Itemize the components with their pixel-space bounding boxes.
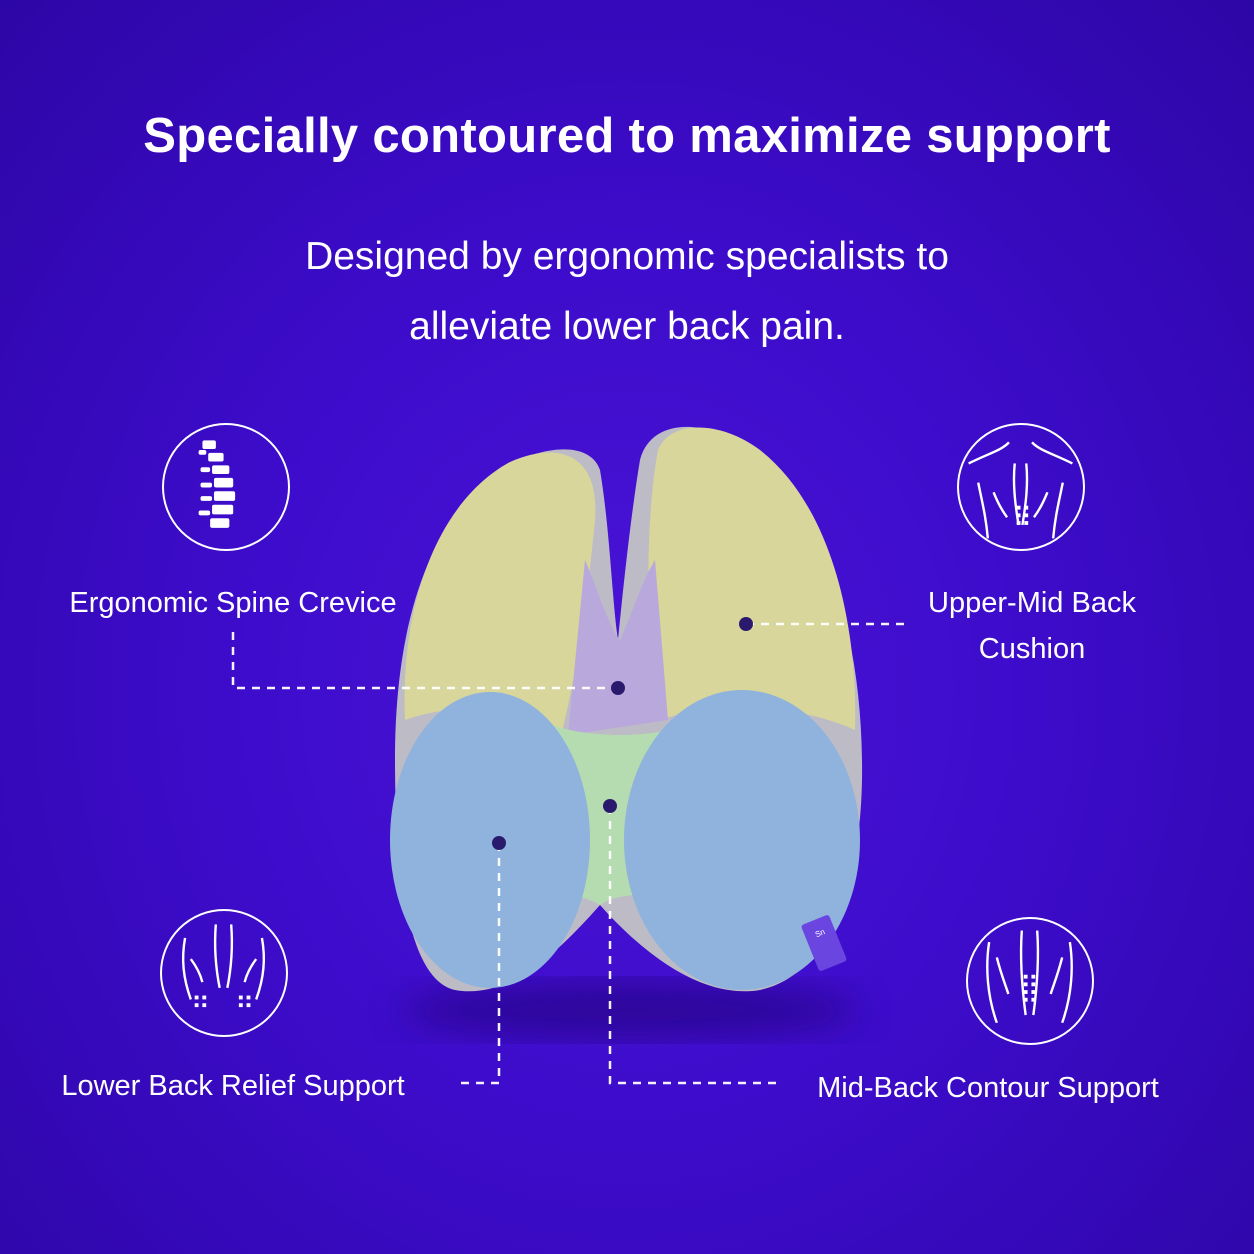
pillow-lower-right-zone (624, 690, 860, 990)
label-upper-mid-back-cushion: Upper-Mid Back Cushion (880, 580, 1184, 672)
callout-dot-mid (603, 799, 617, 813)
callout-line-mid (608, 806, 778, 1085)
callout-line-lower (455, 843, 501, 1085)
pillow-upper-right-zone (648, 427, 856, 730)
callout-dot-upper-mid (739, 617, 753, 631)
upper-back-icon (957, 423, 1085, 551)
pillow-spine-crevice-zone (568, 560, 668, 735)
mid-back-icon (966, 917, 1094, 1045)
label-upper-mid-line-1: Upper-Mid Back (928, 587, 1136, 619)
callout-dot-spine (611, 681, 625, 695)
pillow-lower-left-zone (390, 692, 590, 988)
label-ergonomic-spine-crevice: Ergonomic Spine Crevice (69, 587, 397, 619)
label-mid-back-contour-support: Mid-Back Contour Support (817, 1072, 1159, 1104)
callout-dot-lower (492, 836, 506, 850)
subheadline-line-2: alleviate lower back pain. (409, 305, 845, 348)
page-subheadline: Designed by ergonomic specialists to all… (200, 222, 1054, 362)
pillow-upper-left-zone (404, 452, 596, 740)
label-upper-mid-line-2: Cushion (978, 633, 1086, 665)
page-headline: Specially contoured to maximize support (143, 109, 1111, 163)
spine-icon (162, 423, 290, 551)
subheadline-line-1: Designed by ergonomic specialists to (305, 235, 949, 278)
pillow-shadow (400, 982, 860, 1038)
lower-back-icon (160, 909, 288, 1037)
callout-line-spine (231, 632, 618, 690)
label-lower-back-relief-support: Lower Back Relief Support (61, 1070, 405, 1102)
